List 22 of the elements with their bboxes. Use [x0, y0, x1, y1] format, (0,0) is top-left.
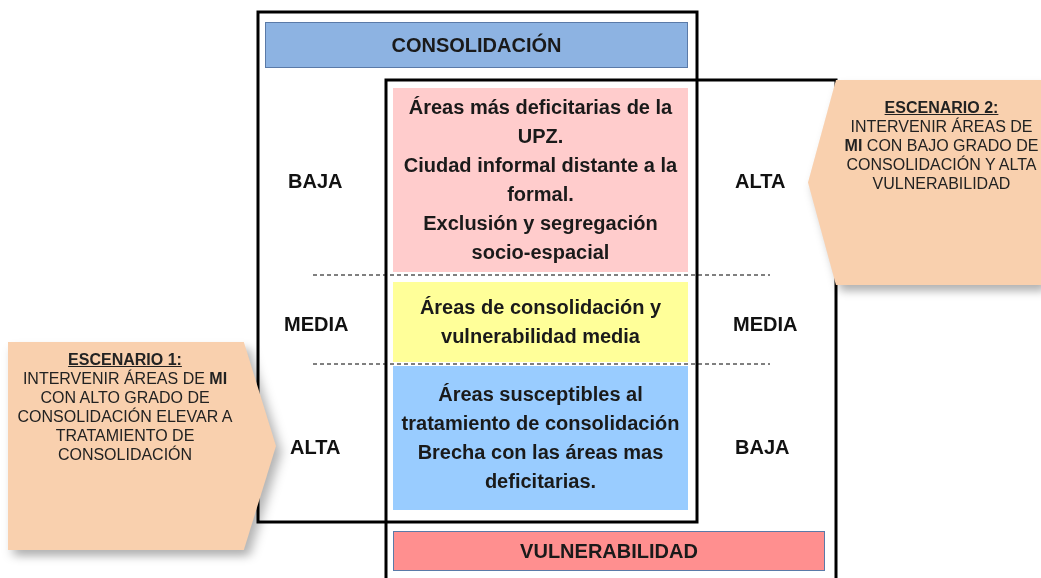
description-text: Exclusión y segregación socio-espacial [422, 211, 659, 265]
scenario-callout [8, 342, 276, 550]
category-box [393, 366, 688, 510]
scenario-heading: ESCENARIO 2: [884, 98, 999, 117]
header-band: CONSOLIDACIÓN [265, 22, 688, 68]
scenario-text: INTERVENIR ÁREAS DE MI CON ALTO GRADO DE CONSOLIDACIÓN ELEVAR A TRATAMIENTO DE CONSOLIDACIÓN [16, 369, 234, 464]
description-text: Ciudad informal distante a la formal. [402, 153, 679, 207]
level-label: BAJA [288, 170, 343, 193]
level-label: MEDIA [284, 313, 349, 336]
scenario-callout [808, 80, 1041, 285]
description-text: Brecha con las áreas mas deficitarias. [416, 440, 665, 494]
category-box: Áreas de consolidación y vulnerabilidad media [393, 282, 688, 362]
level-label: ALTA [290, 436, 341, 459]
level-label: BAJA [735, 436, 790, 459]
level-label: ALTA [735, 170, 786, 193]
scenario-text: INTERVENIR ÁREAS DE MI CON BAJO GRADO DE CONSOLIDACIÓN Y ALTA VULNERABILIDAD [843, 117, 1040, 193]
level-label: MEDIA [733, 313, 798, 336]
description-text: Áreas susceptibles al tratamiento de consolidación [401, 382, 680, 436]
scenario-heading: ESCENARIO 1: [68, 350, 182, 369]
category-box [393, 88, 688, 272]
description-text: Áreas más deficitarias de la UPZ. [407, 95, 674, 149]
header-band: VULNERABILIDAD [393, 531, 825, 571]
